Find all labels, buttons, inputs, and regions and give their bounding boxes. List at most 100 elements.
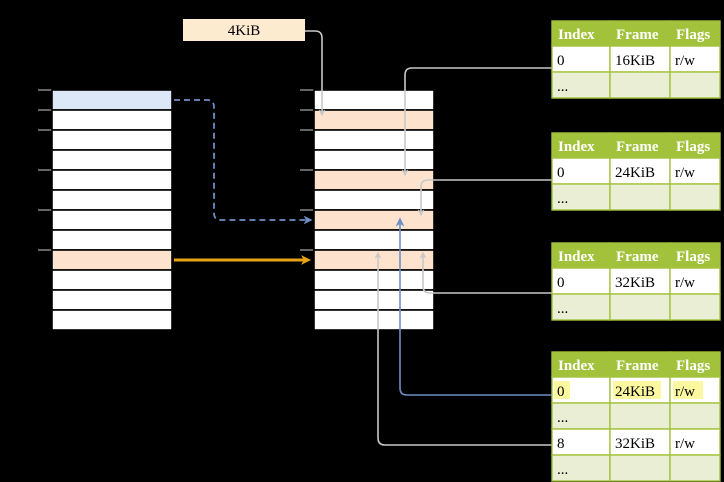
size-label-text: 4KiB — [228, 23, 261, 39]
t1-r0-c0-text: 0 — [557, 53, 565, 69]
connector-table1-to-middle — [401, 67, 552, 177]
t3-r1-c0[interactable] — [551, 293, 611, 321]
t4-hdr-frame — [609, 351, 671, 378]
t1-r1-c0-text: ... — [557, 79, 568, 95]
connector-label-to-middle — [265, 30, 326, 117]
t1-hdr-index-text: Index — [558, 27, 595, 43]
left-row-3[interactable] — [51, 149, 173, 171]
middle-row-3[interactable] — [313, 149, 435, 171]
middle-row-7[interactable] — [313, 229, 435, 251]
tlb-table-1[interactable]: Index Frame Flags 0 16KiB r/w ... — [551, 20, 721, 99]
left-row-11[interactable] — [51, 309, 173, 331]
t3-hdr-frame — [609, 242, 671, 269]
t1-r0-c0[interactable] — [551, 45, 611, 73]
t3-r0-c2-text: r/w — [675, 275, 695, 291]
t4-r0-c0-highlight — [554, 381, 570, 399]
left-row-2[interactable] — [51, 129, 173, 151]
middle-row-9[interactable] — [313, 269, 435, 291]
t4-r3-c0[interactable] — [551, 454, 611, 482]
t4-r0-c1-text: 24KiB — [615, 384, 655, 400]
t3-hdr-flags — [669, 242, 721, 269]
t3-r0-c2[interactable] — [669, 267, 721, 295]
connector-table3-to-middle — [419, 251, 552, 294]
t4-r1-c2[interactable] — [669, 402, 721, 430]
middle-row-6[interactable] — [313, 209, 435, 231]
t3-hdr-index — [551, 242, 611, 269]
t4-r2-c2-text: r/w — [675, 436, 695, 452]
t4-r1-c0-text: ... — [557, 410, 568, 426]
left-row-4[interactable] — [51, 169, 173, 191]
middle-row-1[interactable] — [313, 109, 435, 131]
tlb-table-2[interactable]: Index Frame Flags 0 24KiB r/w ... — [551, 132, 721, 211]
t4-r1-c1[interactable] — [609, 402, 671, 430]
size-label-group[interactable]: 4KiB — [183, 19, 305, 41]
t1-r1-c2[interactable] — [669, 71, 721, 99]
t2-hdr-flags-text: Flags — [676, 139, 710, 155]
middle-row-4[interactable] — [313, 169, 435, 191]
size-label-box — [183, 19, 305, 41]
t1-r0-c1-text: 16KiB — [615, 53, 655, 69]
connectors — [174, 30, 552, 446]
left-column-group — [38, 89, 173, 331]
t4-r2-c1[interactable] — [609, 428, 671, 456]
t3-hdr-index-text: Index — [558, 249, 595, 265]
t4-hdr-index-text: Index — [558, 358, 595, 374]
connector-table4-row0-to-middle — [395, 217, 552, 396]
middle-row-11[interactable] — [313, 309, 435, 331]
t2-r0-c1-text: 24KiB — [615, 165, 655, 181]
middle-column-rows — [313, 89, 435, 331]
arrow-left-row0-to-middle-row6 — [174, 99, 313, 225]
t4-hdr-flags-text: Flags — [676, 358, 710, 374]
left-row-10[interactable] — [51, 289, 173, 311]
t2-r0-c2-text: r/w — [675, 165, 695, 181]
t2-r1-c2[interactable] — [669, 183, 721, 211]
left-row-7[interactable] — [51, 229, 173, 251]
t1-r1-c1[interactable] — [609, 71, 671, 99]
left-row-9[interactable] — [51, 269, 173, 291]
left-row-0[interactable] — [51, 89, 173, 111]
t3-hdr-frame-text: Frame — [616, 249, 659, 265]
t3-hdr-flags-text: Flags — [676, 249, 710, 265]
tlb-table-4[interactable]: Index Frame Flags 0 24KiB r/w ... 8 32Ki… — [551, 351, 721, 482]
middle-row-5[interactable] — [313, 189, 435, 211]
t1-r0-c1[interactable] — [609, 45, 671, 73]
t3-r1-c1[interactable] — [609, 293, 671, 321]
t1-hdr-frame-text: Frame — [616, 27, 659, 43]
t2-r0-c0-text: 0 — [557, 165, 565, 181]
t2-hdr-index-text: Index — [558, 139, 595, 155]
t4-hdr-index — [551, 351, 611, 378]
t2-r0-c0[interactable] — [551, 157, 611, 185]
tlb-table-3[interactable]: Index Frame Flags 0 32KiB r/w ... — [551, 242, 721, 321]
t2-r1-c0-text: ... — [557, 191, 568, 207]
t4-r3-c2[interactable] — [669, 454, 721, 482]
connector-table2-to-middle — [417, 179, 552, 217]
middle-row-8[interactable] — [313, 249, 435, 271]
t2-r1-c1[interactable] — [609, 183, 671, 211]
t4-r0-c2-text: r/w — [675, 384, 695, 400]
t1-r0-c2-text: r/w — [675, 53, 695, 69]
t1-hdr-flags — [669, 20, 721, 47]
middle-row-0[interactable] — [313, 89, 435, 111]
t3-r1-c0-text: ... — [557, 301, 568, 317]
t3-r1-c2[interactable] — [669, 293, 721, 321]
t1-hdr-flags-text: Flags — [676, 27, 710, 43]
t4-r0-c2-highlight — [673, 381, 703, 399]
left-row-6[interactable] — [51, 209, 173, 231]
middle-row-2[interactable] — [313, 129, 435, 151]
t2-r1-c0[interactable] — [551, 183, 611, 211]
middle-row-10[interactable] — [313, 289, 435, 311]
t4-r0-c0-text: 0 — [557, 384, 565, 400]
t4-r2-c2[interactable] — [669, 428, 721, 456]
left-row-1[interactable] — [51, 109, 173, 131]
t4-r0-c1-highlight — [613, 381, 661, 399]
left-row-8[interactable] — [51, 249, 173, 271]
t3-r0-c0-text: 0 — [557, 275, 565, 291]
t4-r2-c1-text: 32KiB — [615, 436, 655, 452]
t4-hdr-frame-text: Frame — [616, 358, 659, 374]
t2-r0-c1[interactable] — [609, 157, 671, 185]
t4-r3-c1[interactable] — [609, 454, 671, 482]
connector-table4-row8-to-middle — [374, 251, 552, 446]
left-row-5[interactable] — [51, 189, 173, 211]
